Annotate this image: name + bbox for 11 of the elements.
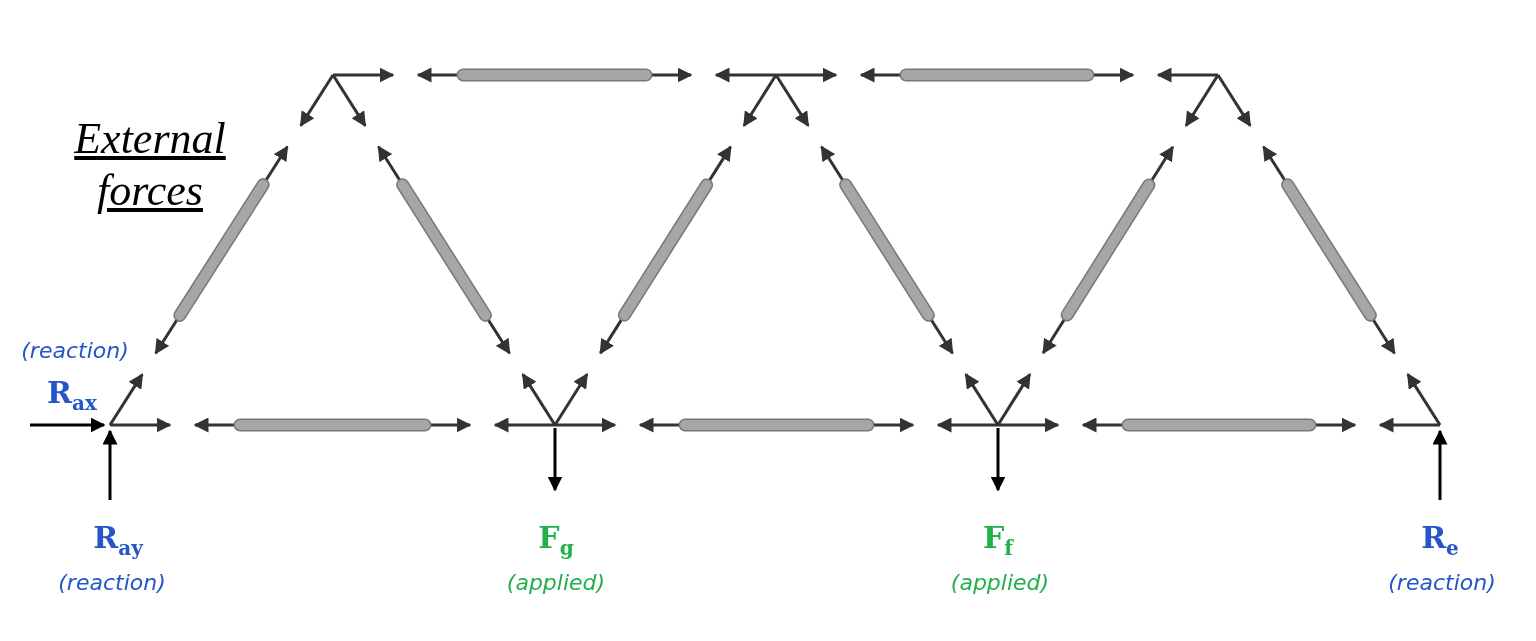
force-label: R$_{ax}$ [47,375,97,415]
annotation-text: (reaction) [21,337,129,363]
annotation-text: (reaction) [58,569,166,595]
force-label: F$_{g}$ [538,520,574,560]
force-label: F$_{f}$ [983,520,1013,560]
force-label: R$_{ay}$ [93,520,143,560]
annotation-text: (applied) [950,569,1050,595]
annotation-text: (applied) [506,569,606,595]
annotation-text: (reaction) [1388,569,1496,595]
force-label: R$_{e}$ [1421,520,1459,560]
section-heading: External forces [72,113,227,217]
